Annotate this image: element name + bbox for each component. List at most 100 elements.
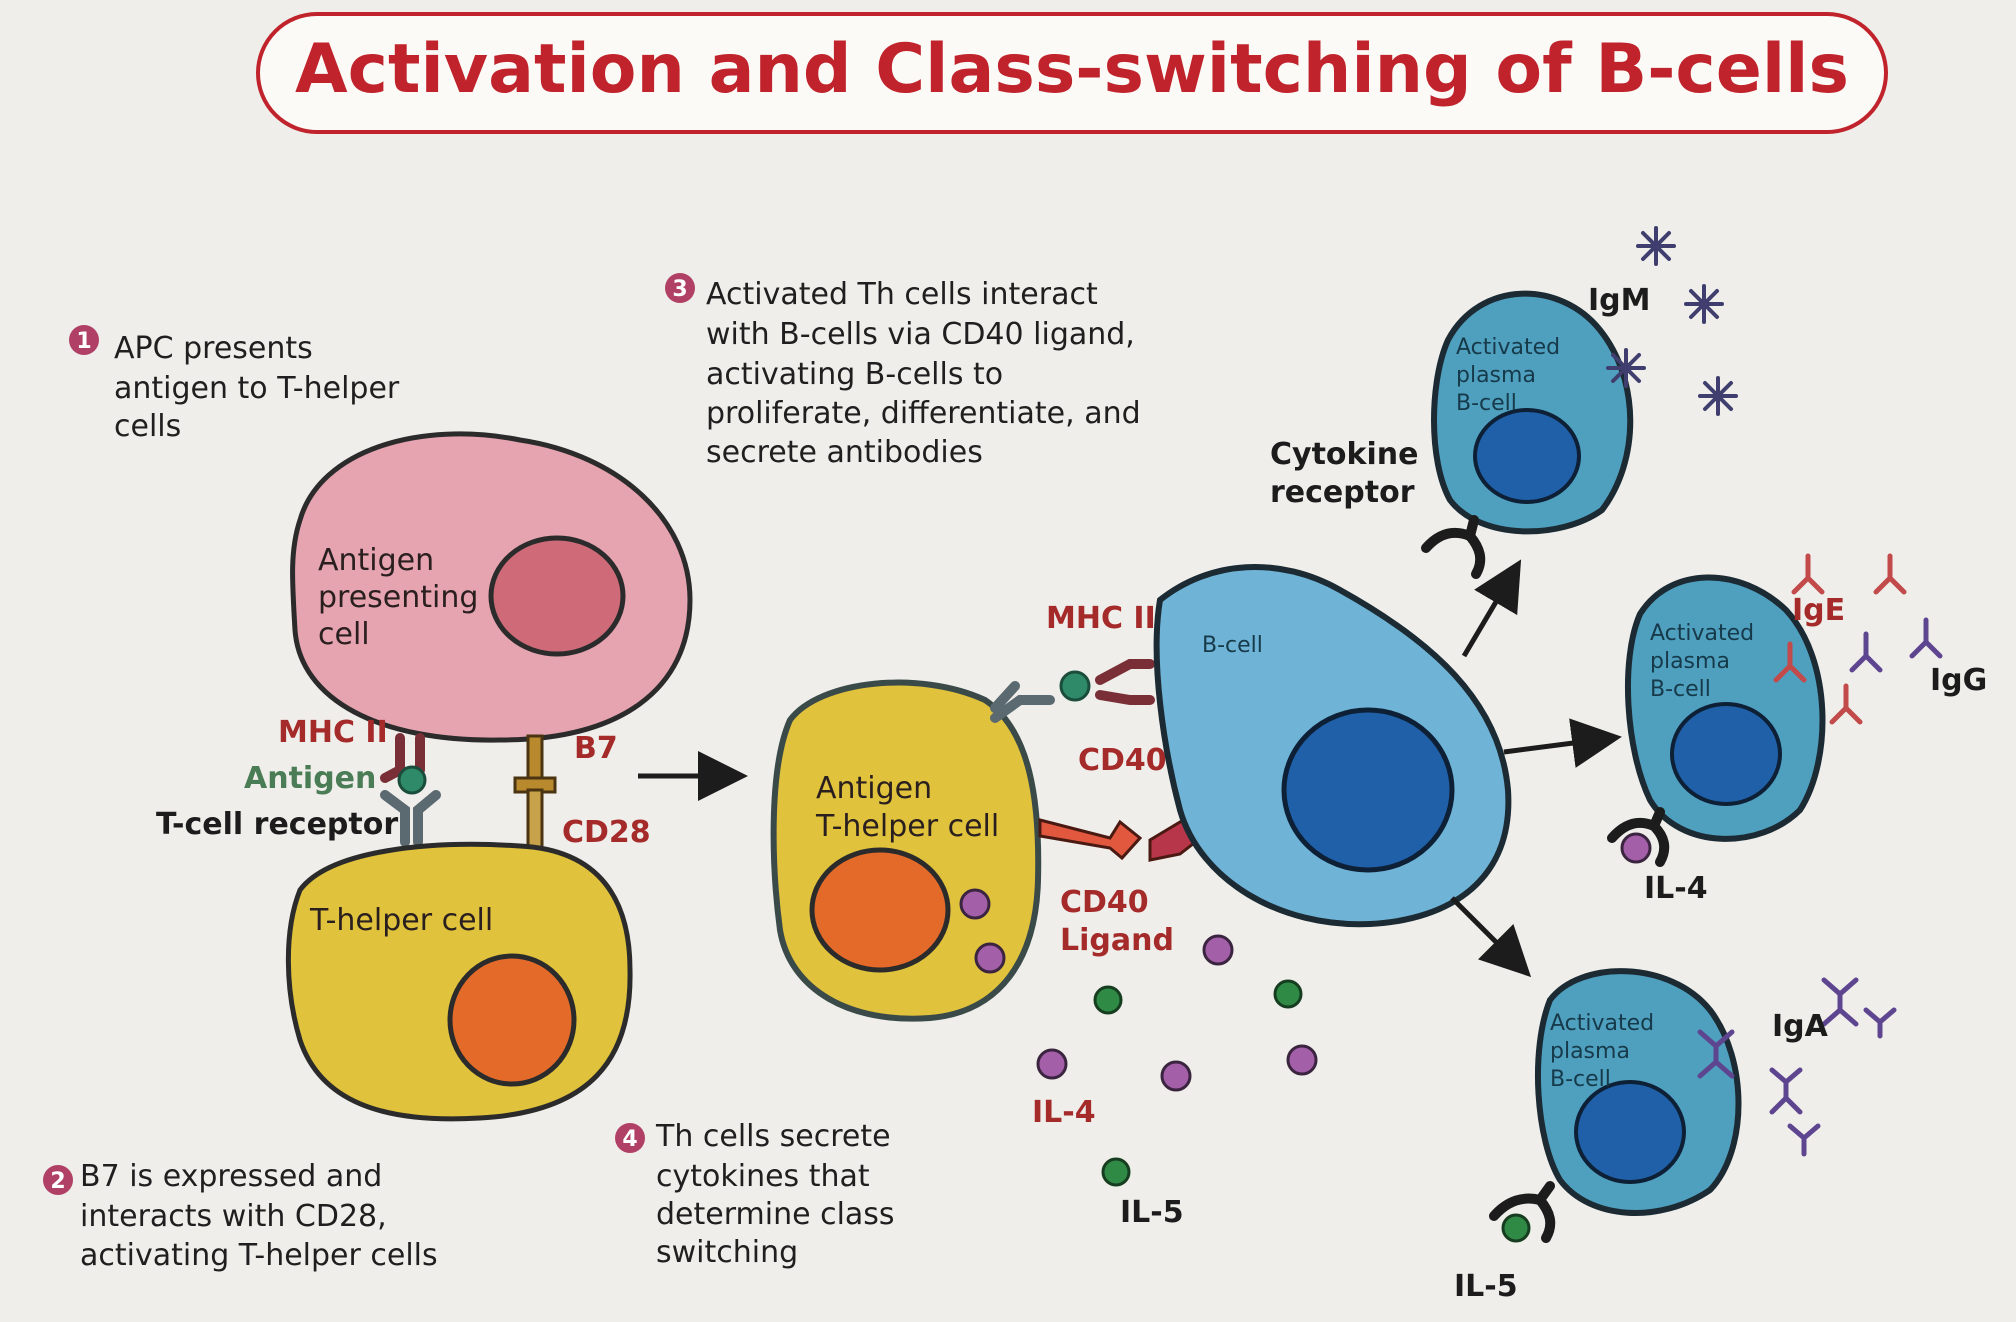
ige-antibodies xyxy=(1773,553,1907,725)
step-3-number: 3 xyxy=(672,277,687,302)
plasma-iga-label-line-3: B-cell xyxy=(1550,1067,1611,1092)
il4-dot xyxy=(1036,1048,1068,1080)
b-cell: B-cell xyxy=(1153,564,1512,928)
step-1: 1 APC presents antigen to T-helper cells xyxy=(69,325,400,444)
il5-dot xyxy=(1101,1157,1131,1187)
step-3: 3 Activated Th cells interact with B-cel… xyxy=(665,273,1141,470)
plasma-ige-label-line-3: B-cell xyxy=(1650,677,1711,702)
plasma-igm-label-line-3: B-cell xyxy=(1456,391,1517,416)
antigen-t-helper-label-line-2: T-helper cell xyxy=(815,809,999,844)
arrow-to-igm-plasma xyxy=(1461,559,1522,658)
plasma-iga-label-line-1: Activated xyxy=(1550,1011,1654,1036)
step-4-number: 4 xyxy=(622,1127,637,1152)
step-1-line-2: antigen to T-helper xyxy=(114,371,400,406)
step-2-badge xyxy=(43,1165,73,1195)
igg-label: IgG xyxy=(1930,663,1987,698)
antigen-presenting-cell: Antigen presenting cell xyxy=(290,431,693,743)
b7-cd28-link xyxy=(513,734,557,852)
vesicle-2 xyxy=(974,942,1006,974)
step-2-number: 2 xyxy=(50,1169,65,1194)
plasma-ige-label-line-1: Activated xyxy=(1650,621,1754,646)
il5-dot xyxy=(1093,985,1123,1015)
step-4-line-1: Th cells secrete xyxy=(655,1119,891,1154)
step-4-line-4: switching xyxy=(656,1235,798,1270)
il5-right-label: IL-5 xyxy=(1454,1269,1518,1304)
ige-label: IgE xyxy=(1792,593,1845,628)
iga-antibodies xyxy=(1697,977,1897,1157)
cytokine-receptor-igm xyxy=(1421,515,1486,579)
step-3-line-4: proliferate, differentiate, and xyxy=(706,396,1141,431)
step-4-badge xyxy=(615,1123,645,1153)
plasma-iga-nucleus xyxy=(1574,1080,1686,1184)
step-3-line-2: with B-cells via CD40 ligand, xyxy=(706,317,1135,352)
plasma-cell-igm: Activated plasma B-cell xyxy=(1421,290,1634,579)
mhc-ii-label-right: MHC II xyxy=(1046,601,1156,636)
step-1-line-1: APC presents xyxy=(114,331,313,366)
igg-antibodies xyxy=(1849,617,1943,673)
right-mhc-complex xyxy=(990,659,1155,723)
plasma-ige-label-line-2: plasma xyxy=(1650,649,1730,674)
antigen-molecule xyxy=(397,765,427,795)
cd40-ligand-label-line-1: CD40 xyxy=(1060,885,1149,920)
plasma-cell-ige-igg: Activated plasma B-cell xyxy=(1607,574,1826,867)
step-3-line-3: activating B-cells to xyxy=(706,357,1003,392)
il5-center-label: IL-5 xyxy=(1120,1195,1184,1230)
diagram-title: Activation and Class-switching of B-cell… xyxy=(295,30,1849,109)
mhc-ii-label-left: MHC II xyxy=(278,715,388,750)
cd40-cd40l-link xyxy=(1038,807,1202,862)
step-2-line-1: B7 is expressed and xyxy=(80,1159,382,1194)
cd40-label: CD40 xyxy=(1078,743,1167,778)
il5-dot xyxy=(1273,979,1303,1009)
antigen-t-helper-label-line-1: Antigen xyxy=(816,771,932,806)
vesicle-1 xyxy=(959,888,991,920)
plasma-igm-label-line-1: Activated xyxy=(1456,335,1560,360)
step-3-line-1: Activated Th cells interact xyxy=(706,277,1098,312)
antigen-molecule-right xyxy=(1059,670,1091,702)
step-4-line-2: cytokines that xyxy=(656,1159,870,1194)
cytokine-pool xyxy=(1036,934,1318,1187)
t-helper-cell: T-helper cell xyxy=(285,841,633,1122)
apc-label-line-3: cell xyxy=(318,617,370,652)
cd28-label: CD28 xyxy=(562,815,651,850)
igm-antibodies xyxy=(1606,226,1738,416)
step-1-line-3: cells xyxy=(114,409,181,444)
step-3-line-5: secrete antibodies xyxy=(706,435,983,470)
il4-dot xyxy=(1202,934,1234,966)
il4-right-label: IL-4 xyxy=(1644,871,1708,906)
cytokine-receptor-label-line-2: receptor xyxy=(1270,475,1415,510)
title-banner: Activation and Class-switching of B-cell… xyxy=(256,12,1888,134)
il5-bound xyxy=(1501,1213,1531,1243)
t-cell-receptor-label: T-cell receptor xyxy=(156,807,398,842)
b-cell-label: B-cell xyxy=(1202,633,1263,658)
antigen-t-helper-nucleus xyxy=(809,847,951,973)
plasma-igm-nucleus xyxy=(1473,408,1581,504)
apc-label-line-1: Antigen xyxy=(318,543,434,578)
apc-label-line-2: presenting xyxy=(318,580,478,615)
plasma-ige-nucleus xyxy=(1670,702,1782,806)
step-2-line-2: interacts with CD28, xyxy=(80,1199,387,1234)
t-helper-nucleus xyxy=(447,953,577,1087)
il4-dot xyxy=(1286,1044,1318,1076)
b-cell-nucleus xyxy=(1281,707,1455,873)
mhc-tcr-complex xyxy=(380,733,441,847)
cytokine-receptor-ige xyxy=(1607,807,1670,867)
il4-dot xyxy=(1160,1060,1192,1092)
apc-nucleus xyxy=(488,535,626,657)
b7-label: B7 xyxy=(574,731,618,766)
plasma-cell-iga: Activated plasma B-cell xyxy=(1489,968,1742,1243)
step-2: 2 B7 is expressed and interacts with CD2… xyxy=(43,1159,438,1273)
igm-label: IgM xyxy=(1588,283,1651,318)
t-helper-label: T-helper cell xyxy=(309,903,493,938)
step-1-badge xyxy=(69,325,99,355)
arrow-to-iga-plasma xyxy=(1450,896,1532,978)
cd40-ligand-label-line-2: Ligand xyxy=(1060,923,1174,958)
cytokine-receptor-label-line-1: Cytokine xyxy=(1270,437,1418,472)
plasma-igm-label-line-2: plasma xyxy=(1456,363,1536,388)
step-3-badge xyxy=(665,273,695,303)
il4-bound xyxy=(1620,832,1652,864)
step-4-line-3: determine class xyxy=(656,1197,895,1232)
step-4: 4 Th cells secrete cytokines that determ… xyxy=(615,1119,895,1270)
step-1-number: 1 xyxy=(76,329,91,354)
plasma-iga-label-line-2: plasma xyxy=(1550,1039,1630,1064)
